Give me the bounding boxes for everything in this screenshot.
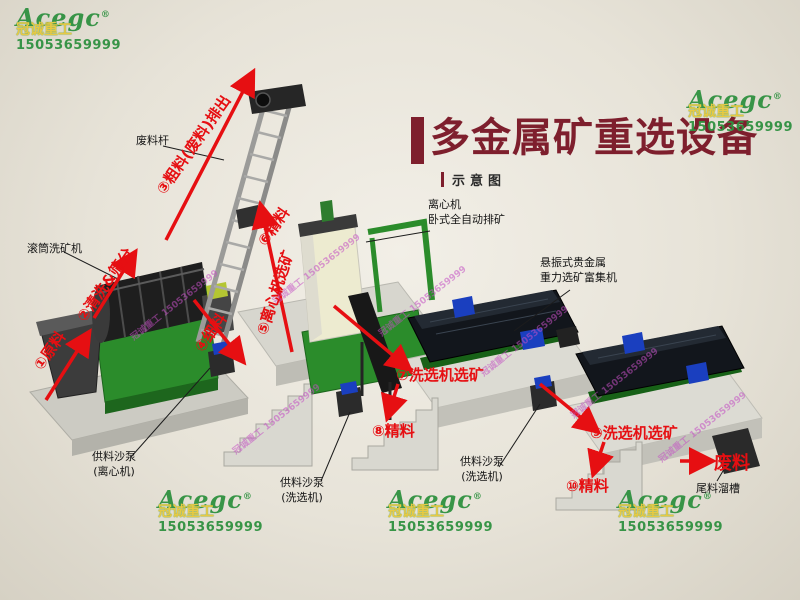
phone-text: 15053659999 <box>618 520 723 535</box>
company-text: 冠诚重工 <box>16 22 72 38</box>
subtitle-accent-bar <box>441 172 444 187</box>
title-block: 多金属矿重选设备 <box>411 114 758 164</box>
registered-mark: ® <box>100 10 111 20</box>
waste-out-label: 废料 <box>714 453 750 474</box>
company-text: 冠诚重工 <box>388 504 444 520</box>
phone-text: 15053659999 <box>688 120 793 135</box>
stairs-centrifuge <box>223 383 313 467</box>
phone-text: 15053659999 <box>158 520 263 535</box>
brand-text: Acegc <box>16 3 101 32</box>
shaker-table-1 <box>351 289 597 471</box>
step-10-concentrate: ⑩精料 <box>566 477 609 495</box>
leader-lines <box>63 145 727 482</box>
feed-pump-washer-2 <box>530 375 557 411</box>
watermark-top-right: Acegc® 冠诚重工 15053659999 <box>688 85 800 135</box>
brand-text: Acegc <box>158 485 243 514</box>
step-9-washer-separation: ⑨洗选机选矿 <box>590 424 678 442</box>
company-text: 冠诚重工 <box>688 104 744 120</box>
step-8-concentrate: ⑧精料 <box>372 422 415 440</box>
registered-mark: ® <box>242 492 253 502</box>
tail-chute-label: 尾料溜槽 <box>696 482 740 495</box>
pump-centrifuge-label: 供料沙泵 (离心机) <box>92 450 136 478</box>
title-accent-bar <box>411 117 424 164</box>
page-title: 多金属矿重选设备 <box>430 115 758 161</box>
registered-mark: ® <box>472 492 483 502</box>
watermark-bottom-left: Acegc® 冠诚重工 15053659999 <box>158 485 278 535</box>
watermark-bottom-center: Acegc® 冠诚重工 15053659999 <box>388 485 508 535</box>
tail-chute <box>712 428 760 474</box>
phone-text: 15053659999 <box>388 520 493 535</box>
centrifuge-machine <box>223 200 437 467</box>
registered-mark: ® <box>772 92 783 102</box>
phone-text: 15053659999 <box>16 38 121 53</box>
waste-rod-label: 废料杆 <box>136 134 169 147</box>
drum-washer-machine <box>29 262 249 456</box>
centrifuge-label: 离心机 卧式全自动排矿 <box>428 198 505 226</box>
watermark-bottom-right: Acegc® 冠诚重工 15053659999 <box>618 485 738 535</box>
pump-washer-1-label: 供料沙泵 (洗选机) <box>280 476 324 504</box>
brand-text: Acegc <box>618 485 703 514</box>
subtitle-text: 示意图 <box>452 174 507 189</box>
brand-text: Acegc <box>688 85 773 114</box>
company-text: 冠诚重工 <box>618 504 674 520</box>
step-7-washer-separation: ⑦洗选机选矿 <box>396 366 484 384</box>
feed-pump-washer-1 <box>336 381 363 417</box>
shaker-label: 悬振式贵金属 重力选矿富集机 <box>540 256 617 284</box>
subtitle: 示意图 <box>441 170 506 189</box>
registered-mark: ® <box>702 492 713 502</box>
shaker-table-2 <box>555 325 763 511</box>
company-text: 冠诚重工 <box>158 504 214 520</box>
stairs-table-1 <box>351 397 439 471</box>
drum-washer-label: 滚筒洗矿机 <box>27 242 82 255</box>
brand-text: Acegc <box>388 485 473 514</box>
watermark-top-left: Acegc® 冠诚重工 15053659999 <box>16 3 136 53</box>
process-arrows <box>44 67 717 479</box>
pump-washer-2-label: 供料沙泵 (洗选机) <box>460 455 504 483</box>
